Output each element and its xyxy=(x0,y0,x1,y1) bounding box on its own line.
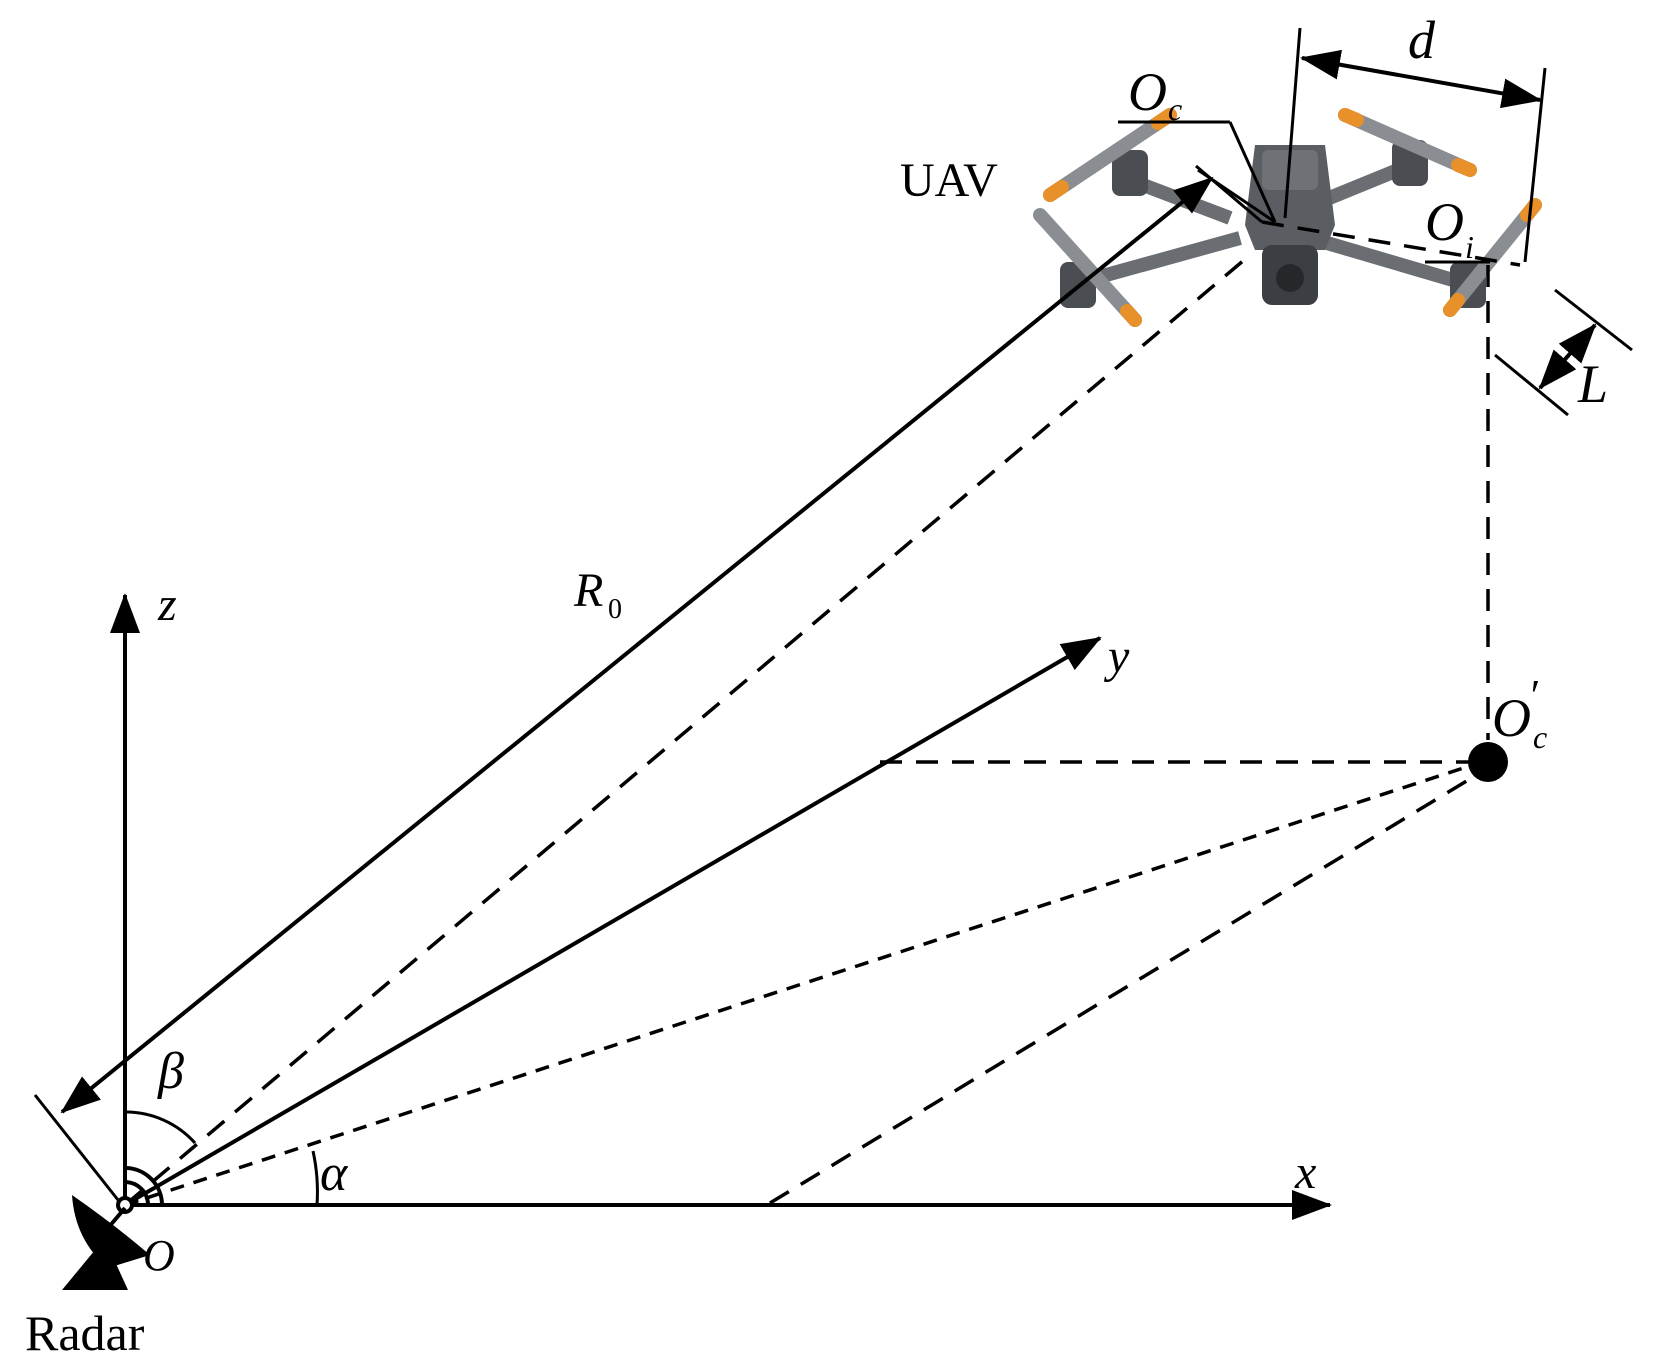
d-extension-left xyxy=(1283,27,1302,219)
spacing-d-label: d xyxy=(1408,10,1436,70)
alpha-label: α xyxy=(320,1145,349,1202)
z-axis-label: z xyxy=(157,578,177,631)
l-extension-top xyxy=(1554,288,1633,352)
alpha-angle-arc xyxy=(311,1150,319,1206)
l-extension-bottom xyxy=(1494,353,1569,417)
radar-label: Radar xyxy=(25,1305,145,1361)
svg-text:O: O xyxy=(1425,192,1464,252)
svg-text:i: i xyxy=(1465,229,1474,265)
beta-label: β xyxy=(157,1043,184,1100)
x-projection-dashed xyxy=(769,766,1489,1205)
line-of-sight-dashed xyxy=(123,253,1252,1207)
center-oc-label: O c xyxy=(1128,62,1182,127)
d-dimension-arrow xyxy=(1300,49,1542,109)
rotor-oi-label: O i xyxy=(1425,192,1474,265)
range-r0-label: R 0 xyxy=(573,564,622,625)
y-axis xyxy=(123,636,1102,1207)
l-dimension-arrow xyxy=(1538,323,1597,390)
ground-projection-to-oc-dashed xyxy=(124,758,1489,1207)
svg-text:O: O xyxy=(1492,688,1531,748)
rotor-arm-dashed xyxy=(1261,220,1521,267)
x-axis-label: x xyxy=(1294,1146,1316,1199)
range-tick-start xyxy=(33,1094,124,1206)
range-vector-r0 xyxy=(60,176,1214,1114)
blade-length-l-label: L xyxy=(1577,354,1608,414)
uav-label: UAV xyxy=(900,154,998,207)
svg-text:c: c xyxy=(1533,719,1547,755)
svg-text:c: c xyxy=(1168,91,1182,127)
svg-text:0: 0 xyxy=(608,594,622,625)
uav-leader xyxy=(1197,168,1276,224)
beta-angle-arc xyxy=(124,1110,197,1145)
y-axis-label: y xyxy=(1103,630,1130,683)
svg-text:R: R xyxy=(573,564,603,617)
origin-label: O xyxy=(143,1231,175,1280)
radar-dish-icon xyxy=(62,1195,150,1290)
projection-oc-prime-label: O ′ c xyxy=(1492,671,1547,755)
origin-small-arc-2 xyxy=(124,1180,150,1206)
origin-small-arc-1 xyxy=(124,1166,164,1206)
oc-leader-diagonal xyxy=(1228,121,1277,223)
origin-point xyxy=(116,1196,134,1214)
svg-text:′: ′ xyxy=(1528,671,1539,720)
svg-text:O: O xyxy=(1128,62,1167,122)
projection-point-oc-prime xyxy=(1468,742,1508,782)
